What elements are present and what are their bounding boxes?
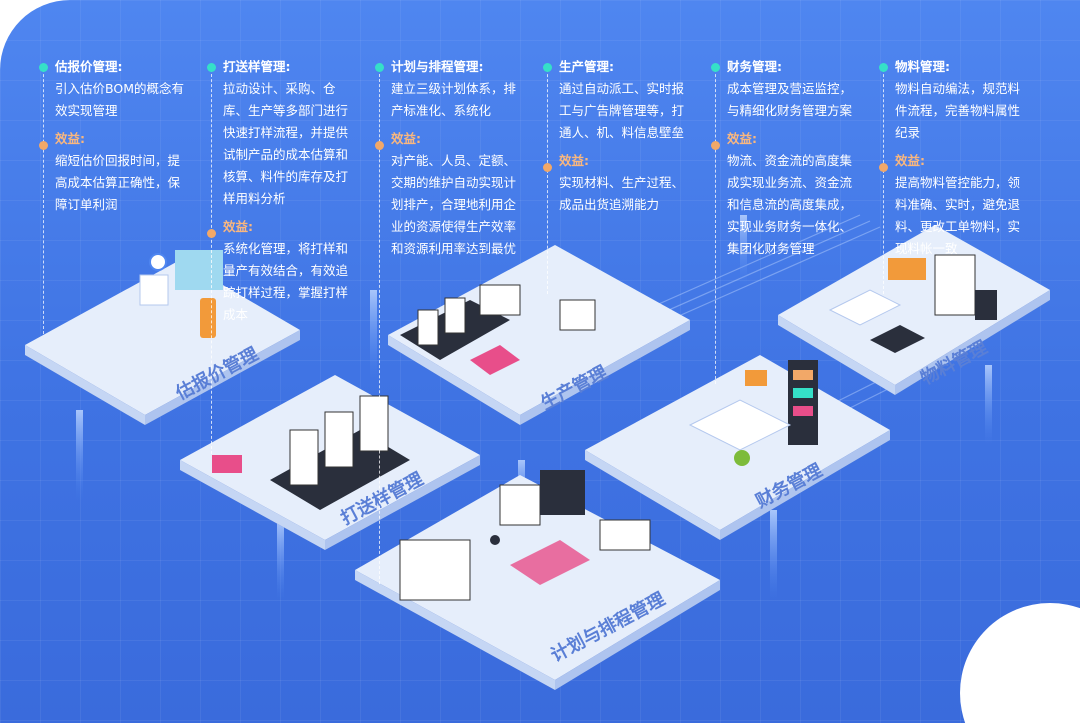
dashed-rail bbox=[715, 64, 716, 384]
benefit-label: 效益: bbox=[391, 131, 421, 146]
dashed-rail bbox=[43, 64, 44, 334]
module-desc: 拉动设计、采购、仓库、生产等多部门进行快速打样流程，并提供试制产品的成本估算和核… bbox=[223, 81, 349, 206]
module-title: 打送样管理: bbox=[223, 59, 291, 74]
benefit-dot bbox=[711, 141, 720, 150]
module-title: 生产管理: bbox=[559, 59, 614, 74]
module-sampling: 打送样管理: 拉动设计、采购、仓库、生产等多部门进行快速打样流程，并提供试制产品… bbox=[207, 56, 358, 454]
title-dot bbox=[39, 63, 48, 72]
module-production: 生产管理: 通过自动派工、实时报工与广告牌管理等，打通人、机、料信息壁垒 效益:… bbox=[543, 56, 694, 294]
benefit-text: 提高物料管控能力，领料准确、实时，避免退料、更改工单物料，实现料帐一致 bbox=[895, 175, 1021, 256]
benefit-label: 效益: bbox=[727, 131, 757, 146]
module-desc: 引入估价BOM的概念有效实现管理 bbox=[55, 81, 184, 118]
module-title: 财务管理: bbox=[727, 59, 782, 74]
title-dot bbox=[543, 63, 552, 72]
module-title: 计划与排程管理: bbox=[391, 59, 484, 74]
dashed-rail bbox=[883, 64, 884, 294]
title-dot bbox=[375, 63, 384, 72]
dashed-rail bbox=[379, 64, 380, 584]
benefit-text: 系统化管理，将打样和量产有效结合，有效追踪打样过程，掌握打样成本 bbox=[223, 241, 349, 322]
module-title: 物料管理: bbox=[895, 59, 950, 74]
module-title: 估报价管理: bbox=[55, 59, 123, 74]
benefit-text: 物流、资金流的高度集成实现业务流、资金流和信息流的高度集成，实现业务财务一体化、… bbox=[727, 153, 853, 256]
title-dot bbox=[207, 63, 216, 72]
benefit-dot bbox=[375, 141, 384, 150]
benefit-label: 效益: bbox=[559, 153, 589, 168]
platform-finance bbox=[585, 355, 890, 540]
module-desc: 物料自动编法，规范料件流程，完善物料属性纪录 bbox=[895, 81, 1021, 140]
module-material: 物料管理: 物料自动编法，规范料件流程，完善物料属性纪录 效益: 提高物料管控能… bbox=[879, 56, 1030, 294]
platform-production bbox=[388, 245, 690, 425]
benefit-label: 效益: bbox=[223, 219, 253, 234]
platform-material bbox=[778, 225, 1050, 395]
platform-sampling bbox=[180, 375, 480, 550]
module-planning: 计划与排程管理: 建立三级计划体系，排产标准化、系统化 效益: 对产能、人员、定… bbox=[375, 56, 526, 584]
dashed-rail bbox=[211, 64, 212, 454]
module-finance: 财务管理: 成本管理及营运监控，与精细化财务管理方案 效益: 物流、资金流的高度… bbox=[711, 56, 862, 384]
module-desc: 建立三级计划体系，排产标准化、系统化 bbox=[391, 81, 517, 118]
module-desc: 通过自动派工、实时报工与广告牌管理等，打通人、机、料信息壁垒 bbox=[559, 81, 685, 140]
module-desc: 成本管理及营运监控，与精细化财务管理方案 bbox=[727, 81, 853, 118]
benefit-dot bbox=[39, 141, 48, 150]
benefit-dot bbox=[879, 163, 888, 172]
platform-quote bbox=[25, 250, 300, 425]
benefit-dot bbox=[543, 163, 552, 172]
benefit-dot bbox=[207, 229, 216, 238]
platform-planning bbox=[355, 470, 720, 690]
title-dot bbox=[711, 63, 720, 72]
module-quote: 估报价管理: 引入估价BOM的概念有效实现管理 效益: 缩短估价回报时间，提高成… bbox=[39, 56, 190, 334]
dashed-rail bbox=[547, 64, 548, 294]
benefit-text: 实现材料、生产过程、成品出货追溯能力 bbox=[559, 175, 685, 212]
benefit-text: 缩短估价回报时间，提高成本估算正确性，保障订单利润 bbox=[55, 153, 181, 212]
benefit-label: 效益: bbox=[895, 153, 925, 168]
title-dot bbox=[879, 63, 888, 72]
benefit-label: 效益: bbox=[55, 131, 85, 146]
benefit-text: 对产能、人员、定额、交期的维护自动实现计划排产，合理地利用企业的资源使得生产效率… bbox=[391, 153, 517, 256]
